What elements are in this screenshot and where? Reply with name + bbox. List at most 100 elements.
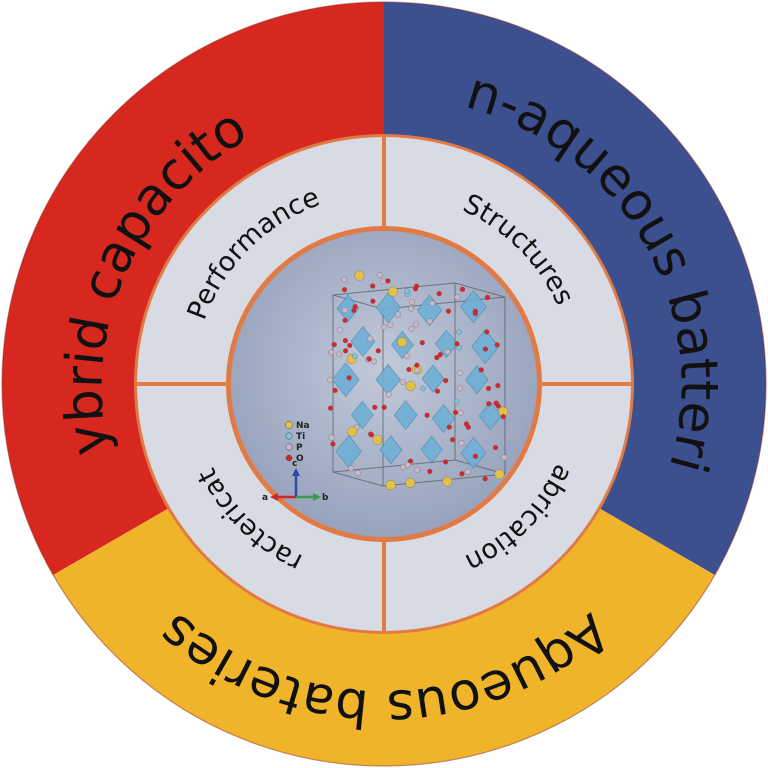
atom-16: [443, 459, 449, 465]
atom-legend: Na Ti P O: [285, 421, 310, 464]
atom-86: [426, 318, 433, 325]
axis-b-label: b: [322, 493, 329, 503]
legend-item-na: Na: [285, 421, 310, 431]
atom-111: [414, 362, 420, 368]
atom-4: [372, 434, 383, 445]
atom-51: [486, 401, 492, 407]
atom-92: [354, 270, 365, 281]
atom-59: [366, 356, 372, 362]
atom-28: [452, 409, 459, 415]
atom-2: [406, 366, 412, 373]
atom-22: [367, 335, 374, 342]
atom-65: [492, 445, 499, 451]
atom-63: [413, 321, 420, 328]
crystal-axes: c a b: [262, 459, 329, 503]
atom-54: [341, 307, 348, 314]
atom-6: [457, 409, 464, 416]
atom-109: [372, 404, 378, 410]
atom-62: [387, 321, 394, 328]
atom-46: [445, 308, 452, 314]
polyhedron-6: [435, 329, 458, 359]
polyhedron-10: [421, 364, 445, 393]
atom-29: [387, 286, 398, 297]
atom-88: [327, 376, 333, 383]
atom-87: [443, 378, 449, 384]
svg-text:Na: Na: [296, 421, 310, 431]
atom-117: [414, 367, 420, 374]
svg-text:O: O: [296, 454, 304, 464]
atom-90: [342, 338, 348, 344]
atom-68: [375, 348, 381, 354]
atom-110: [408, 458, 414, 464]
atom-112: [463, 421, 470, 427]
atom-79: [478, 367, 484, 373]
atom-56: [385, 278, 391, 284]
atom-89: [328, 405, 334, 411]
atom-77: [352, 353, 358, 359]
atom-58: [484, 294, 491, 301]
atom-64: [482, 476, 488, 482]
svg-text:P: P: [296, 443, 303, 453]
atom-40: [404, 288, 410, 294]
atom-93: [501, 454, 508, 461]
atom-21: [412, 286, 419, 292]
inner-ring-dividers: [134, 134, 634, 634]
atom-100: [336, 327, 343, 334]
atom-30: [341, 287, 348, 293]
atom-57: [456, 370, 463, 377]
atom-37: [399, 379, 406, 385]
atom-95: [381, 404, 387, 410]
legend-item-ti: Ti: [285, 432, 305, 442]
atom-35: [414, 466, 421, 473]
atom-99: [370, 298, 376, 304]
atom-119: [450, 437, 456, 443]
atom-42: [458, 440, 465, 447]
polyhedron-3: [460, 290, 487, 324]
atom-38: [464, 468, 471, 475]
atom-107: [444, 348, 451, 355]
atom-55: [370, 358, 377, 365]
polyhedron-0: [336, 294, 360, 323]
atom-27: [456, 344, 463, 351]
atom-14: [484, 329, 490, 335]
polyhedron-17: [379, 435, 403, 465]
atom-73: [385, 391, 392, 398]
legend-item-o: O: [285, 454, 304, 464]
atom-45: [500, 414, 506, 420]
atom-81: [370, 283, 376, 289]
atom-48: [495, 383, 501, 389]
atom-41: [424, 412, 430, 418]
atom-69: [354, 469, 361, 476]
atom-71: [429, 300, 436, 307]
atom-116: [454, 341, 460, 347]
atom-75: [457, 385, 464, 392]
atom-5: [494, 469, 505, 480]
polyhedron-18: [420, 435, 443, 464]
atom-108: [408, 326, 415, 332]
atom-104: [347, 342, 353, 349]
atom-33: [486, 385, 492, 392]
atom-78: [459, 471, 465, 477]
atom-96: [437, 352, 443, 358]
atom-18: [341, 276, 348, 283]
polyhedron-15: [478, 401, 502, 431]
atom-49: [395, 311, 402, 318]
atom-36: [405, 477, 416, 488]
polyhedron-13: [393, 400, 418, 430]
atom-32: [403, 353, 410, 360]
atom-19: [472, 453, 478, 459]
atoms: [327, 270, 509, 491]
atom-66: [342, 317, 348, 323]
atom-34: [348, 465, 354, 472]
polyhedron-12: [351, 400, 374, 430]
axis-c-label: c: [292, 459, 297, 469]
polyhedron-19: [460, 437, 487, 470]
polyhedron-2: [416, 294, 443, 327]
atom-76: [434, 355, 440, 361]
atom-102: [343, 348, 349, 354]
atom-94: [427, 468, 433, 474]
atom-50: [368, 431, 374, 437]
atom-83: [434, 388, 441, 394]
